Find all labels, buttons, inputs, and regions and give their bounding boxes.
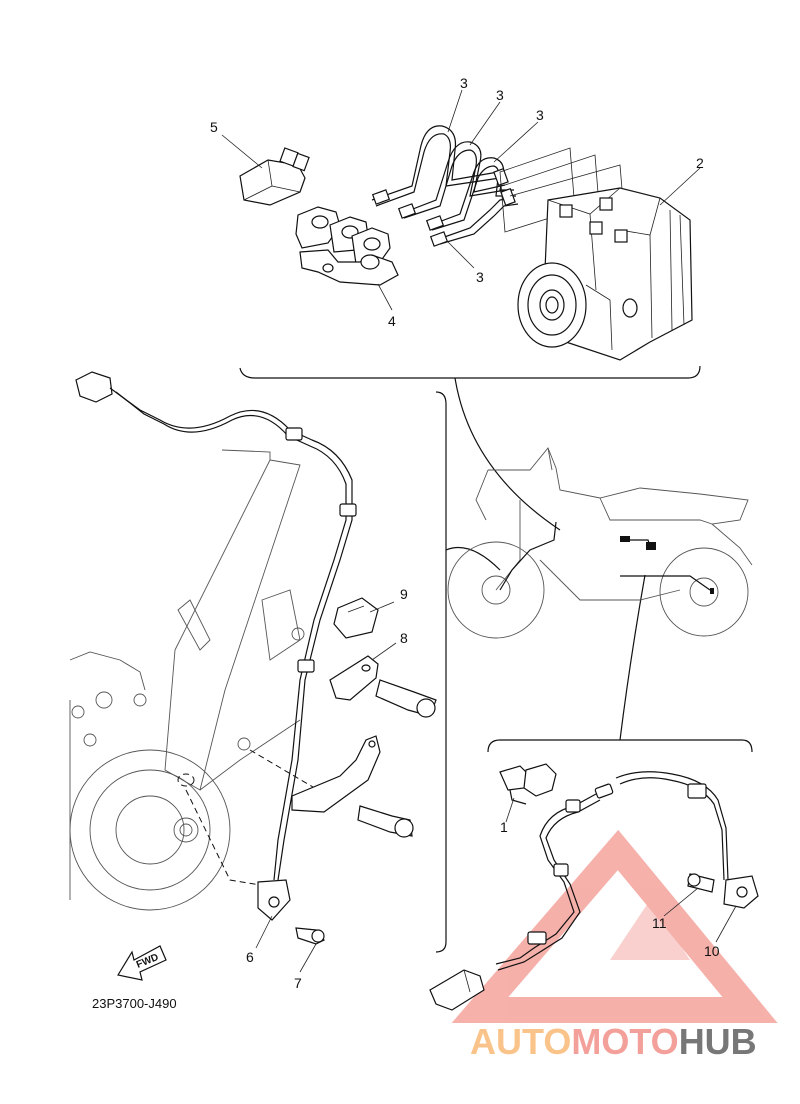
watermark-logo: [451, 829, 778, 1023]
abs-hydraulic-unit-part-2: [517, 187, 693, 361]
callout-3b: 3: [496, 87, 504, 103]
callout-5: 5: [210, 119, 218, 135]
callout-1: 1: [500, 819, 508, 835]
callout-11: 11: [652, 915, 667, 931]
brake-pipes-part-3: [371, 125, 519, 247]
top-section: [221, 89, 701, 379]
callout-labels: 1 2 3 3 3 3 4 5 6 7 8 9 10 11: [210, 75, 720, 991]
front-wheel-sensor-lead: [75, 371, 437, 945]
callout-6: 6: [246, 949, 254, 965]
top-leaders: [221, 89, 701, 311]
callout-7: 7: [294, 975, 302, 991]
callout-9: 9: [400, 586, 408, 602]
callout-3c: 3: [536, 107, 544, 123]
fwd-arrow-icon: FWD: [117, 945, 167, 981]
watermark-text: AUTOMOTOHUB: [470, 1021, 757, 1062]
watermark-hub: HUB: [679, 1021, 757, 1062]
rear-wheel-sensor-inset: [429, 763, 759, 1011]
drawing-code: 23P3700-J490: [92, 996, 177, 1011]
section-dividers: [435, 377, 753, 953]
left-leaders: [255, 601, 397, 973]
callout-8: 8: [400, 630, 408, 646]
callout-3d: 3: [476, 269, 484, 285]
inset-leaders: [505, 797, 737, 943]
callout-4: 4: [388, 313, 396, 329]
motorcycle-location-inset: [447, 447, 753, 639]
svg-text:AUTOMOTOHUB: AUTOMOTOHUB: [470, 1021, 757, 1062]
callout-10: 10: [704, 943, 720, 959]
pipe-bracket-part-4: [295, 206, 399, 286]
connector-block-part-5: [239, 147, 310, 206]
callout-3a: 3: [460, 75, 468, 91]
watermark-moto: MOTO: [571, 1021, 678, 1062]
watermark-auto: AUTO: [470, 1021, 571, 1062]
callout-2: 2: [696, 155, 704, 171]
front-fork-assembly: [69, 449, 336, 911]
